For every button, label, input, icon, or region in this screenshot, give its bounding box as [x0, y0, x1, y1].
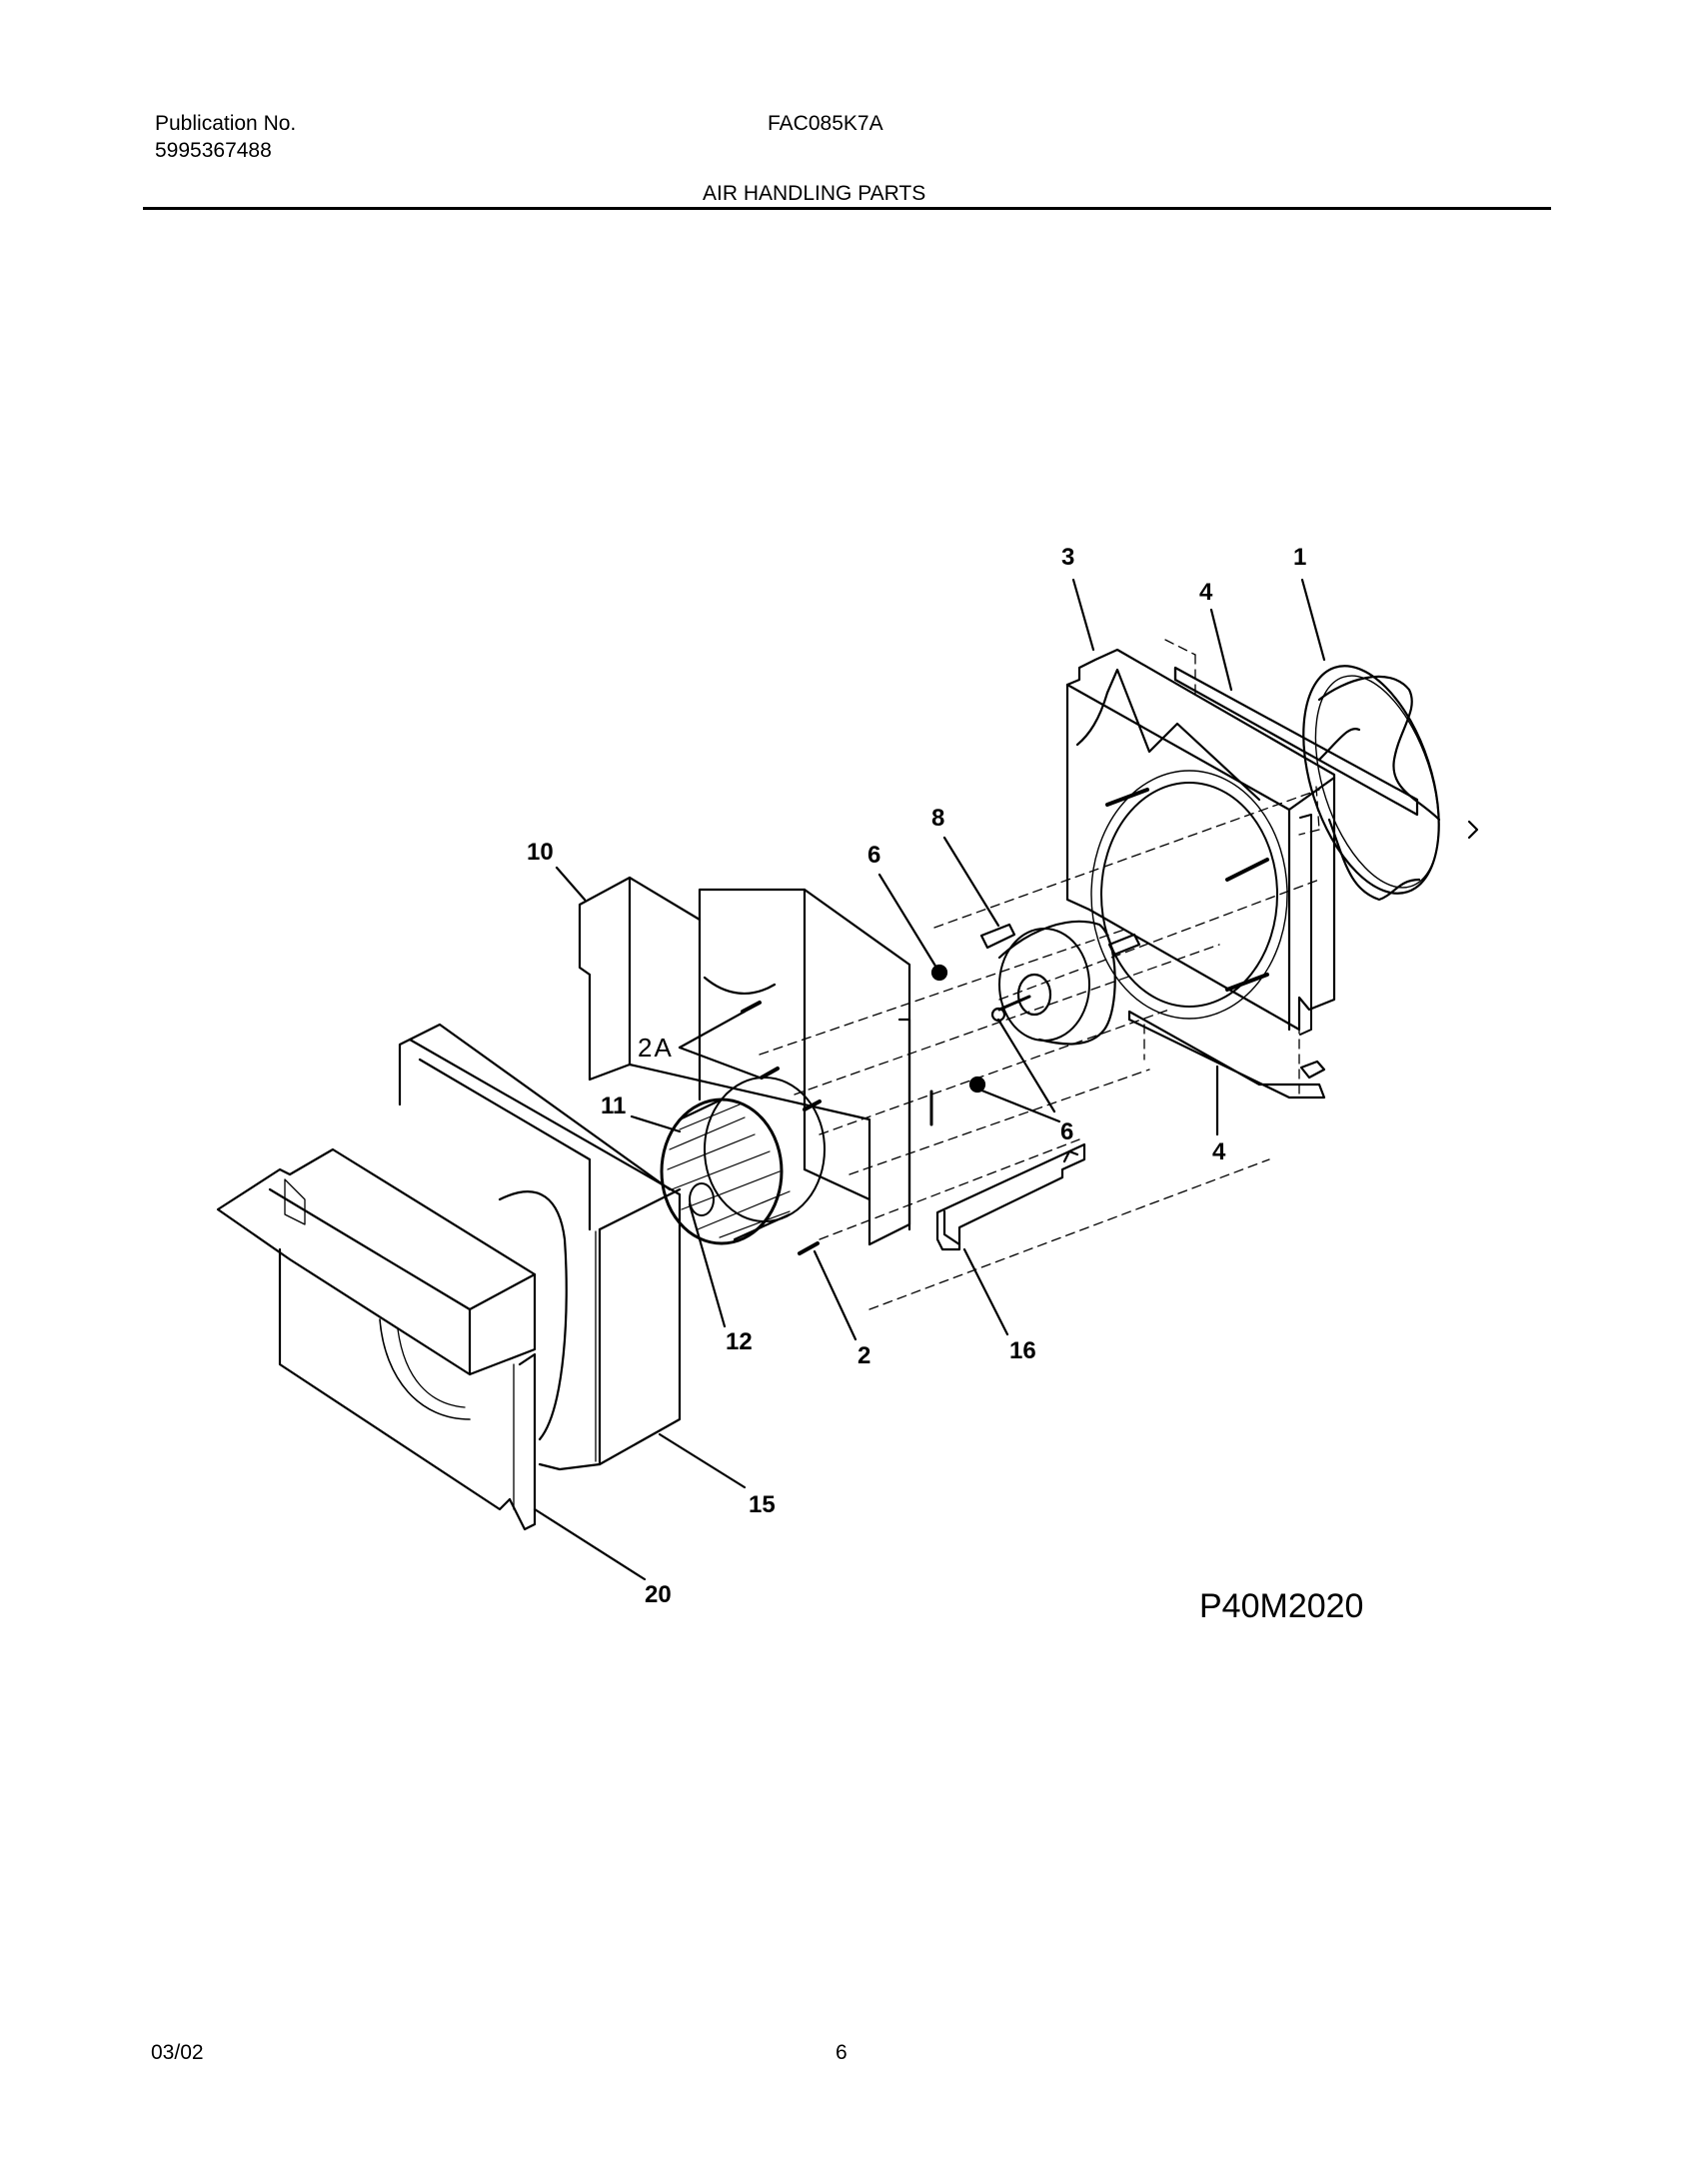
motor-drawing	[981, 922, 1139, 1045]
header-rule	[143, 207, 1551, 210]
figure-id: P40M2020	[1199, 1587, 1364, 1625]
blower-housing-drawing	[400, 1025, 680, 1469]
scroll-panel-drawing	[580, 878, 931, 1244]
callout-11: 11	[601, 1092, 627, 1119]
callout-2: 2	[857, 1342, 871, 1369]
callout-10: 10	[527, 839, 554, 866]
front-air-guide-drawing	[218, 1149, 535, 1529]
motor-bracket-bottom-drawing	[1129, 1012, 1324, 1097]
callout-6-upper: 6	[867, 842, 881, 869]
callout-2a: 2A	[638, 1033, 674, 1063]
leader-lines	[535, 580, 1324, 1579]
section-title: AIR HANDLING PARTS	[703, 182, 926, 205]
blower-wheel-drawing	[662, 1078, 825, 1243]
callout-3: 3	[1061, 544, 1075, 571]
callout-4-top: 4	[1199, 579, 1213, 606]
footer-date: 03/02	[151, 2041, 204, 2064]
publication-label: Publication No.	[155, 112, 297, 135]
callout-20: 20	[645, 1581, 672, 1608]
page-number: 6	[836, 2041, 848, 2064]
nut-drawings	[932, 966, 984, 1092]
callout-15: 15	[749, 1491, 776, 1518]
assembly-guide-lines	[760, 640, 1319, 1309]
bracket-16-drawing	[937, 1144, 1084, 1249]
screw-drawings	[743, 1003, 820, 1253]
callout-16: 16	[1009, 1337, 1036, 1364]
model-number: FAC085K7A	[768, 112, 883, 135]
callout-1: 1	[1293, 544, 1307, 571]
callout-6-lower: 6	[1060, 1118, 1074, 1145]
callout-4-bottom: 4	[1212, 1138, 1226, 1165]
motor-bracket-top-drawing	[1175, 668, 1417, 815]
fan-blade-drawing	[1277, 649, 1477, 911]
shroud-drawing	[1067, 650, 1334, 1035]
callout-12: 12	[726, 1328, 753, 1355]
callout-8: 8	[931, 805, 945, 832]
publication-number: 5995367488	[155, 139, 272, 162]
